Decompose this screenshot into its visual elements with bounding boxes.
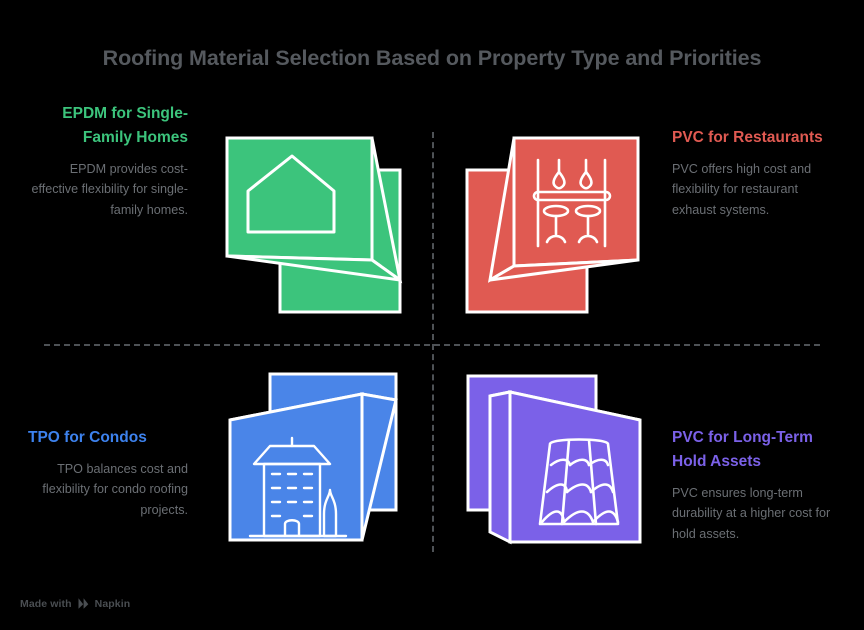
napkin-brand-label: Napkin: [94, 597, 131, 610]
illustration-top-left[interactable]: [222, 128, 407, 318]
vertical-divider: [432, 132, 434, 552]
illustration-bottom-right[interactable]: [462, 372, 648, 550]
quadrant-heading-bottom-right: PVC for Long-Term Hold Assets: [672, 429, 813, 471]
quadrant-heading-bottom-left: TPO for Condos: [28, 429, 147, 446]
quadrant-heading-top-right: PVC for Restaurants: [672, 129, 823, 146]
page-title: Roofing Material Selection Based on Prop…: [102, 46, 762, 70]
quadrant-text-top-right: PVC for Restaurants PVC offers high cost…: [672, 126, 832, 220]
condo-building-icon: [228, 372, 398, 542]
bar-counter-icon: [465, 136, 640, 314]
illustration-bottom-left[interactable]: [222, 368, 408, 548]
quadrant-description-top-right: PVC offers high cost and flexibility for…: [672, 162, 812, 217]
illustration-top-right[interactable]: [462, 128, 644, 318]
house-icon: [225, 136, 403, 314]
made-with-label: Made with: [20, 597, 72, 610]
quadrant-description-top-left: EPDM provides cost-effective flexibility…: [31, 162, 188, 217]
footer-watermark: Made with Napkin: [20, 597, 130, 610]
roof-tiles-icon: [466, 374, 642, 545]
quadrant-description-bottom-left: TPO balances cost and flexibility for co…: [42, 462, 188, 517]
quadrant-text-bottom-left: TPO for Condos TPO balances cost and fle…: [28, 426, 188, 520]
quadrant-heading-top-left: EPDM for Single-Family Homes: [62, 105, 188, 147]
quadrant-text-bottom-right: PVC for Long-Term Hold Assets PVC ensure…: [672, 426, 832, 544]
quadrant-text-top-left: EPDM for Single-Family Homes EPDM provid…: [28, 102, 188, 220]
quadrant-description-bottom-right: PVC ensures long-term durability at a hi…: [672, 486, 831, 541]
napkin-logo-icon: [78, 598, 88, 609]
